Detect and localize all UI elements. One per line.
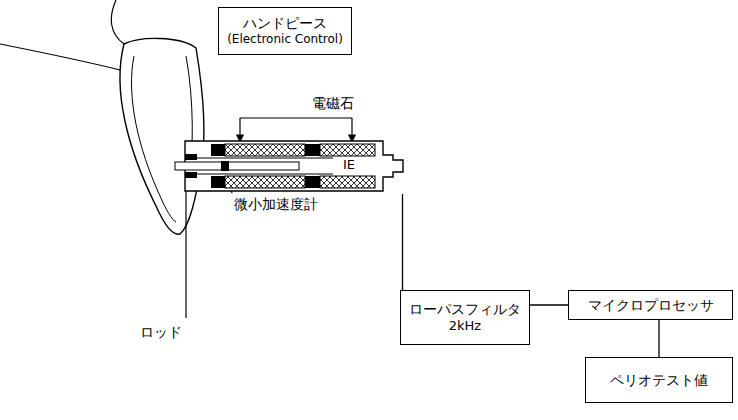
handpiece-outline [183, 138, 405, 194]
handpiece-body: IE [183, 138, 405, 194]
node-texts: ローパスフィルタ2kHz [409, 300, 521, 335]
part-label: 微小加速度計 [234, 196, 318, 213]
node-text: 2kHz [449, 318, 481, 335]
signal-wire [402, 194, 403, 290]
enamel-line [132, 56, 176, 222]
handpiece-title-box: ハンドピース(Electronic Control) [218, 7, 352, 55]
signal-wire [530, 304, 568, 305]
gum-line [0, 44, 120, 70]
processor-box: マイクロプロセッサ [568, 290, 733, 320]
node-texts: ハンドピース(Electronic Control) [227, 14, 343, 48]
filter-box: ローパスフィルタ2kHz [400, 290, 530, 345]
tooth-crown [120, 38, 204, 234]
output-box: ペリオテスト値 [585, 357, 733, 403]
signal-wire [658, 320, 659, 357]
node-text: (Electronic Control) [227, 32, 343, 48]
node-text: ペリオテスト値 [610, 371, 708, 389]
node-texts: マイクロプロセッサ [588, 296, 714, 314]
node-text: IE [343, 157, 355, 174]
node-text: ローパスフィルタ [409, 300, 521, 318]
part-label: ロッド [140, 324, 182, 341]
node-text: マイクロプロセッサ [588, 296, 714, 314]
node-texts: ペリオテスト値 [610, 371, 708, 389]
node-text: ハンドピース [243, 14, 327, 32]
part-label: 電磁石 [312, 95, 354, 112]
node-texts: IE [343, 157, 355, 174]
lip-line [111, 0, 124, 44]
